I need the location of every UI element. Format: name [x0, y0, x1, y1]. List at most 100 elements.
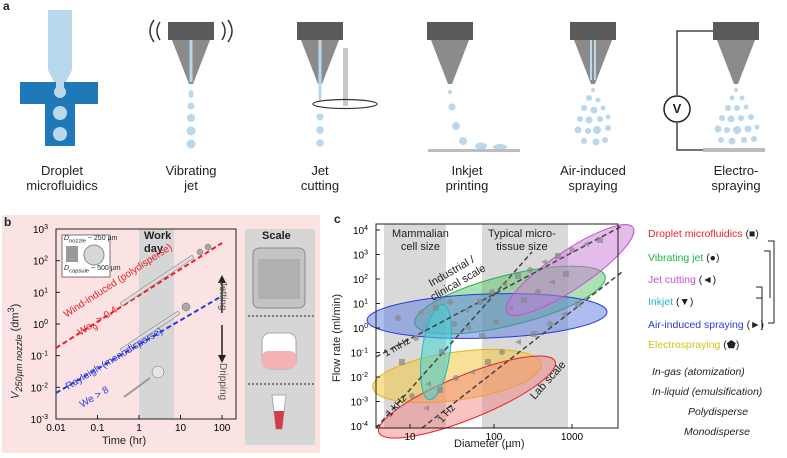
inset-capsule: Dcapsule ~ 500 µm [64, 265, 121, 275]
c-ytick-label: 10-4 [351, 421, 368, 433]
data-point [561, 311, 567, 317]
c-ytick-label: 103 [353, 250, 368, 262]
data-point [541, 259, 547, 265]
microtissue-label: Typical micro- tissue size [488, 228, 556, 253]
data-point [477, 299, 483, 305]
data-point [439, 349, 445, 355]
data-point [499, 349, 505, 355]
data-point [447, 299, 453, 305]
b-xtick-label: 0.1 [91, 423, 105, 434]
panel-c: 104 103 102 101 100 10-1 10-2 10-3 10-4 10 100 100… [331, 212, 787, 453]
data-point [493, 319, 499, 325]
legend-in-liquid: In-liquid (emulsification) [652, 386, 763, 398]
data-point [423, 405, 429, 411]
vibrating-jet-nozzle [149, 19, 233, 149]
inkjet-printing-nozzle [427, 22, 520, 152]
c-xtick-label: 1000 [561, 432, 584, 443]
droplet-microfluidics-region [378, 355, 556, 439]
panel-b-ylabel: V250µm nozzle (dm3) [6, 303, 24, 399]
caption-jetcut: Jet cutting [300, 163, 340, 193]
workday-label: Work day [144, 230, 172, 255]
panel-b-xlabel: Time (hr) [102, 435, 147, 447]
legend-item-droplet: Droplet microfluidics (■) [648, 228, 759, 240]
b-xtick-label: 100 [214, 423, 231, 434]
dripping-label: Dripping [217, 363, 228, 401]
data-point [501, 281, 507, 287]
b-ytick-label: 10-1 [31, 351, 48, 363]
data-point [521, 297, 527, 303]
panel-c-ylabel: Flow rate (ml/min) [331, 293, 343, 382]
legend-in-gas: In-gas (atomization) [652, 366, 745, 378]
b-ytick-label: 102 [33, 256, 48, 268]
b-ytick-label: 10-2 [31, 382, 48, 394]
data-point [395, 315, 401, 321]
data-point [597, 237, 603, 243]
caption-airspray: Air-induced spraying [560, 163, 626, 193]
data-point [531, 331, 537, 337]
legend-item-electro: Electrospraying (⬟) [648, 339, 740, 351]
c-ytick-label: 104 [353, 225, 368, 237]
data-point [425, 381, 431, 387]
voltage-symbol: V [672, 101, 682, 116]
data-point [469, 369, 475, 375]
panel-c-chart: 104 103 102 101 100 10-1 10-2 10-3 10-4 10 100 100… [351, 223, 775, 443]
c-ytick-label: 10-3 [351, 397, 368, 409]
c-ytick-label: 100 [353, 323, 368, 335]
data-point [437, 387, 443, 393]
c-ytick-label: 101 [353, 299, 368, 311]
inkjet-region [420, 303, 452, 401]
panel-a-illustrations [20, 10, 765, 152]
data-point [409, 393, 415, 399]
data-point [417, 309, 423, 315]
panel-a-label: a [3, 0, 10, 13]
data-point [527, 267, 533, 273]
scale-title: Scale [262, 230, 291, 242]
data-point [453, 375, 459, 381]
workday-band [139, 229, 174, 419]
mammalian-label: Mammalian cell size [392, 228, 449, 253]
electro-spraying-nozzle [663, 22, 765, 152]
legend-monodisperse: Monodisperse [684, 426, 750, 438]
c-xtick-label: 100 [486, 432, 503, 443]
c-xtick-label: 10 [404, 432, 416, 443]
legend-item-airspray: Air-induced spraying (►) [648, 319, 765, 331]
c-ytick-label: 10-1 [351, 348, 368, 360]
b-ytick-label: 100 [33, 319, 48, 331]
b-xtick-label: 0.01 [46, 423, 66, 434]
data-point [549, 279, 555, 285]
droplet-microfluidics-chip [20, 10, 98, 146]
panel-c-xlabel: Diameter (µm) [454, 438, 525, 450]
c-ytick-label: 102 [353, 274, 368, 286]
data-point [485, 359, 491, 365]
caption-vibrating: Vibrating jet [165, 163, 217, 193]
legend-polydisperse: Polydisperse [688, 406, 749, 418]
data-point [569, 247, 575, 253]
data-point [515, 273, 521, 279]
panel-b-label: b [4, 215, 12, 229]
b-xtick-label: 10 [175, 423, 187, 434]
data-point [583, 241, 589, 247]
c-ytick-label: 10-2 [351, 372, 368, 384]
legend-item-inkjet: Inkjet (▼) [648, 296, 694, 308]
b-xtick-label: 1 [136, 423, 142, 434]
inset-nozzle: Dnozzle ~ 250 µm [64, 235, 118, 245]
wind-induced-line [55, 242, 223, 349]
legend-item-jetcut: Jet cutting (◄) [648, 274, 717, 286]
data-point [515, 339, 521, 345]
data-point [413, 335, 419, 341]
caption-electro: Electro- spraying [711, 163, 761, 193]
panel-c-label: c [334, 212, 341, 226]
data-point [489, 289, 495, 295]
data-point [433, 305, 439, 311]
data-point [555, 253, 561, 259]
rayleigh-line [55, 295, 223, 394]
data-point [507, 305, 513, 311]
jet-cutting-nozzle [297, 22, 378, 147]
b-ytick-label: 103 [33, 224, 48, 236]
caption-inkjet: Inkjet printing [445, 163, 489, 193]
data-point [399, 359, 405, 365]
data-point [535, 289, 541, 295]
jetting-label: Jetting [217, 281, 228, 311]
b-ytick-label: 101 [33, 287, 48, 299]
